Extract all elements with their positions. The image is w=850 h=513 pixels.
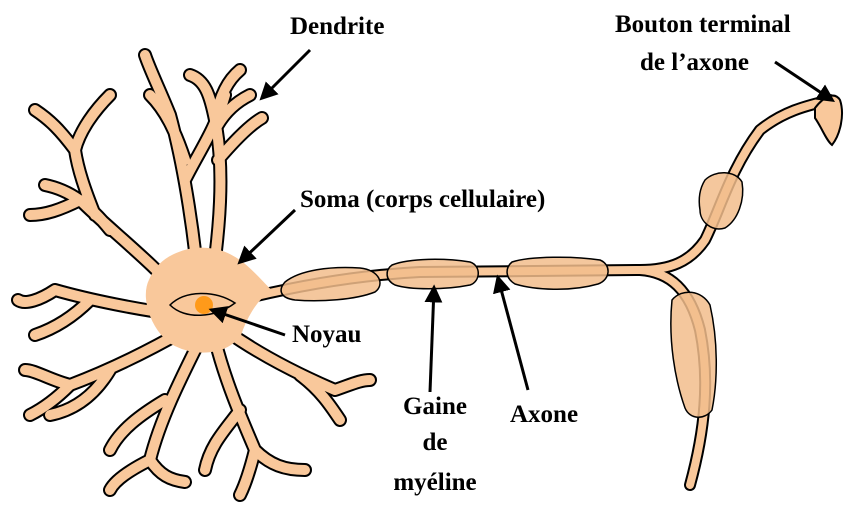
bouton-arrow bbox=[775, 62, 832, 100]
nucleus bbox=[195, 296, 213, 314]
myelin-segment bbox=[699, 173, 742, 229]
bouton-label-line1: Bouton terminal bbox=[615, 10, 791, 40]
myelin-segment bbox=[281, 268, 380, 301]
axone-arrow bbox=[498, 278, 528, 390]
soma-arrow bbox=[240, 210, 295, 262]
noyau-label: Noyau bbox=[292, 320, 361, 350]
gaine-arrow bbox=[430, 288, 434, 392]
bouton-label-line2: de l’axone bbox=[640, 48, 749, 78]
axon-terminal-bouton bbox=[815, 96, 842, 145]
axone-label: Axone bbox=[510, 400, 578, 430]
myelin-segment bbox=[387, 259, 478, 288]
dendrite-label: Dendrite bbox=[290, 12, 384, 42]
myelin-segment bbox=[671, 292, 716, 417]
myelin-segment bbox=[507, 257, 608, 289]
gaine-label-line1: Gaine bbox=[380, 392, 490, 422]
gaine-label-line3: myéline bbox=[380, 468, 490, 498]
soma bbox=[147, 249, 270, 352]
soma-label: Soma (corps cellulaire) bbox=[300, 185, 545, 215]
gaine-label-line2: de bbox=[380, 428, 490, 458]
dendrite-arrow bbox=[262, 50, 310, 98]
